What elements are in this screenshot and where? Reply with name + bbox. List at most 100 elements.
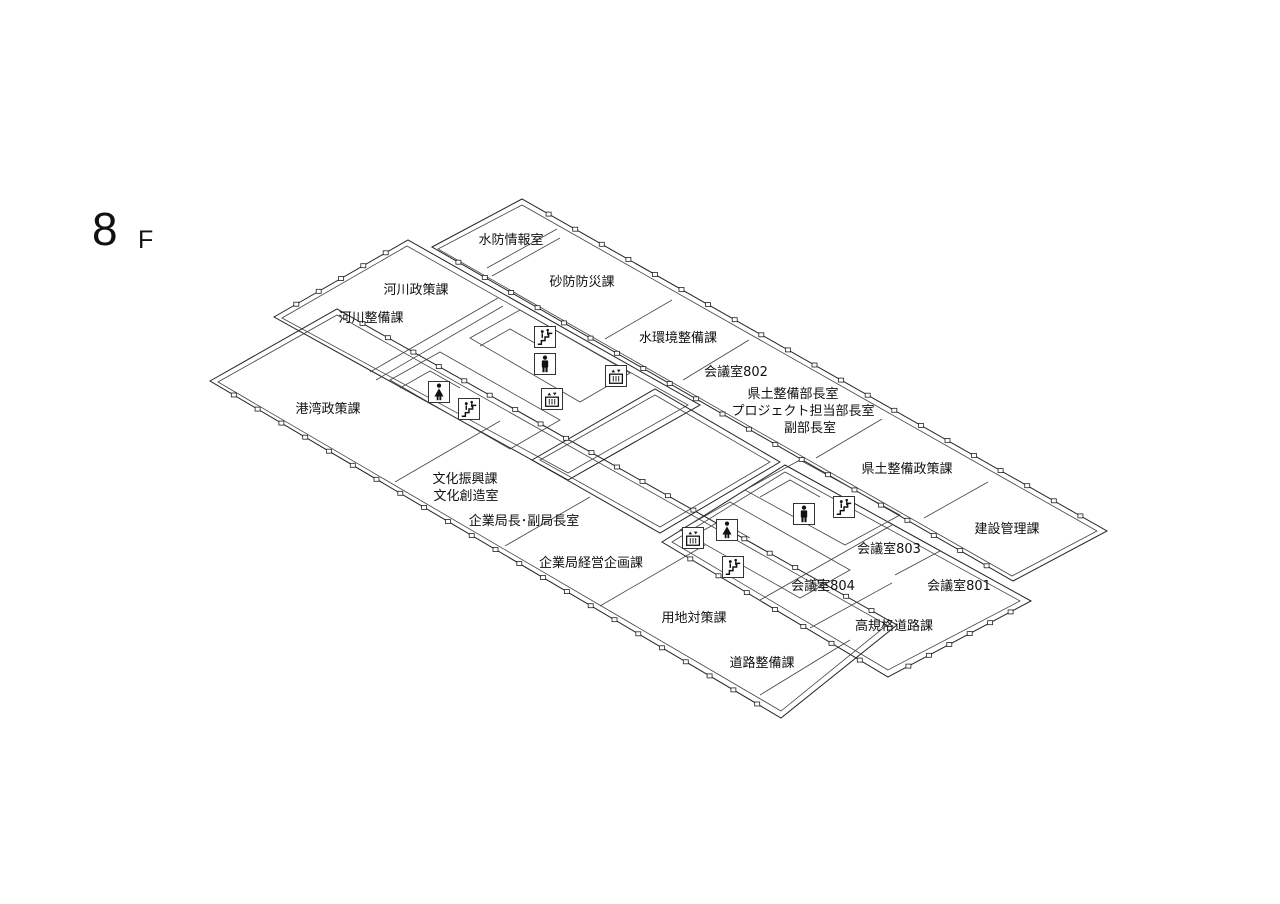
facade-column [349,462,356,468]
facade-column [772,607,778,612]
facade-column [665,493,671,499]
facade-column [516,561,523,566]
male-toilet-icon [793,503,815,525]
facade-column [410,349,417,355]
facade-column [1050,498,1057,504]
facade-column [741,536,748,542]
female-toilet-icon [716,519,738,541]
facade-column [564,589,570,594]
room-label-sabo-bosai[interactable]: 砂防防災課 [549,275,615,290]
room-label-buchou-shitsu[interactable]: 県土整備部長室 [747,387,839,402]
facade-column [373,476,380,482]
room-label-kaigi-802[interactable]: 会議室802 [704,365,768,380]
elevator-icon [605,365,627,387]
facade-column [278,420,285,426]
facade-column [359,320,366,326]
stairs-icon [722,556,744,578]
facade-column [360,263,367,269]
room-label-mizu-kankyo[interactable]: 水環境整備課 [638,331,718,346]
columns [230,211,1084,707]
elevator-icon [682,527,704,549]
facade-column [905,663,912,669]
facade-column [706,673,713,679]
room-label-kowan-seisaku[interactable]: 港湾政策課 [295,402,361,417]
facade-column [690,507,697,513]
facade-column [798,457,805,462]
facade-column [587,603,594,609]
facade-column [534,305,541,311]
room-label-kaigi-801[interactable]: 会議室801 [927,579,991,594]
facade-column [293,301,300,307]
facade-column [838,377,844,383]
facade-column [864,392,871,398]
facade-column [659,645,665,651]
facade-column [588,450,595,456]
facade-column [338,276,344,281]
facade-column [971,453,977,458]
facade-column [983,563,990,569]
facade-column [754,701,761,707]
facade-column [682,659,689,665]
facade-column [878,502,884,508]
facade-column [843,593,849,599]
facade-column [817,579,824,585]
facade-column [561,320,567,326]
facade-column [421,504,428,510]
facade-column [382,250,389,256]
facade-column [563,435,569,441]
room-label-kasen-seibi[interactable]: 河川整備課 [338,311,404,326]
facade-column [746,426,752,432]
room-label-kendo-seisaku[interactable]: 県土整備政策課 [861,462,953,477]
facade-column [537,421,544,427]
facade-column [455,259,462,265]
facade-column [639,478,646,484]
room-label-suibo-joho[interactable]: 水防情報室 [478,233,544,248]
room-label-koukikaku-doro[interactable]: 高規格道路課 [854,619,934,634]
room-label-doro-seibi[interactable]: 道路整備課 [729,656,795,671]
facade-column [508,290,515,295]
facade-column [254,406,261,412]
facade-column [666,381,673,387]
facade-column [918,422,924,428]
facade-column [966,631,973,636]
facade-column [315,288,322,294]
room-label-fuku-buchou[interactable]: 副部長室 [783,421,837,436]
facade-column [687,556,694,562]
facade-column [904,517,911,523]
facade-column [611,617,618,623]
room-label-project-buchou[interactable]: プロジェクト担当部長室 [731,404,875,419]
room-label-kaigi-804[interactable]: 会議室804 [791,579,855,594]
male-toilet-icon [534,353,556,375]
facade-column [652,272,658,277]
facade-column [705,302,711,308]
floor-number: 8 [92,203,118,255]
facade-column [792,565,799,570]
facade-column [625,256,632,262]
room-label-kaigi-803[interactable]: 会議室803 [857,542,921,557]
facade-column [693,396,699,402]
room-label-kigyo-kyokucho[interactable]: 企業局長･副局長室 [468,514,580,529]
room-label-kigyo-keiei[interactable]: 企業局経営企画課 [538,556,644,571]
facade-column [492,547,499,552]
room-label-kasen-seisaku[interactable]: 河川政策課 [383,283,449,298]
facade-column [868,608,875,613]
facade-column [598,241,605,247]
facade-column [614,350,620,356]
core-blocks [389,309,901,599]
facade-column [811,362,818,368]
central-atrium [530,388,781,534]
facade-column [435,364,442,369]
facade-column [825,472,831,478]
room-label-bunka-sozo[interactable]: 文化創造室 [433,489,499,504]
facade-column [326,448,332,454]
facade-column [461,378,468,384]
facade-column [828,640,835,646]
room-label-yochi-taisaku[interactable]: 用地対策課 [661,611,727,626]
facade-column [800,624,807,629]
facade-column [640,366,647,371]
facade-column [468,533,475,538]
facade-column [743,590,750,595]
facade-column [772,441,779,447]
room-label-bunka-shinko[interactable]: 文化振興課 [432,472,498,487]
room-label-kensetsu-kanri[interactable]: 建設管理課 [974,522,1040,537]
